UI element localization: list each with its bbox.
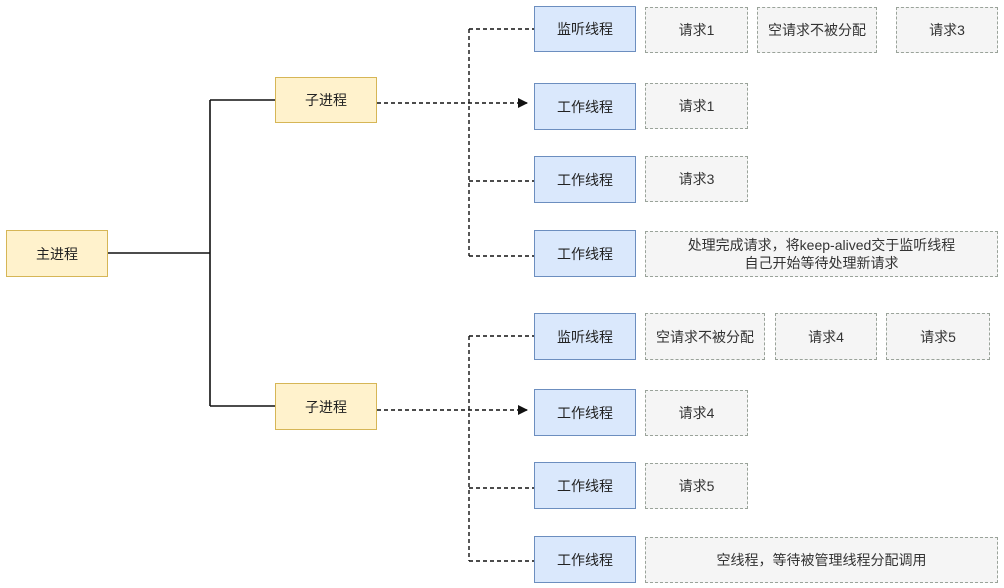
listener-1-request-2: 空请求不被分配 [757, 7, 877, 53]
worker-thread-2a-node: 工作线程 [534, 389, 636, 436]
worker-2a-request: 请求4 [645, 390, 748, 436]
worker-thread-1b-node: 工作线程 [534, 156, 636, 203]
group2-connectors [377, 335, 534, 562]
worker-2b-request: 请求5 [645, 463, 748, 509]
worker-1c-note: 处理完成请求，将keep-alived交于监听线程 自己开始等待处理新请求 [645, 231, 998, 277]
listener-2-request-1: 空请求不被分配 [645, 313, 765, 360]
listener-thread-2-node: 监听线程 [534, 313, 636, 360]
group1-connectors [377, 28, 534, 257]
child-process-2-node: 子进程 [275, 383, 377, 430]
worker-2c-note: 空线程，等待被管理线程分配调用 [645, 537, 998, 583]
worker-thread-1a-node: 工作线程 [534, 83, 636, 130]
worker-1b-request: 请求3 [645, 156, 748, 202]
worker-thread-2b-node: 工作线程 [534, 462, 636, 509]
listener-2-request-3: 请求5 [886, 313, 990, 360]
worker-1c-note-line-2: 自己开始等待处理新请求 [744, 255, 899, 271]
listener-2-request-2: 请求4 [775, 313, 877, 360]
main-tree-connector [108, 99, 275, 407]
listener-1-request-3: 请求3 [896, 7, 998, 53]
listener-1-request-1: 请求1 [645, 7, 748, 53]
worker-thread-2c-node: 工作线程 [534, 536, 636, 583]
child-process-1-node: 子进程 [275, 77, 377, 123]
main-process-node: 主进程 [6, 230, 108, 277]
worker-1a-request: 请求1 [645, 83, 748, 129]
worker-thread-1c-node: 工作线程 [534, 230, 636, 277]
listener-thread-1-node: 监听线程 [534, 6, 636, 52]
worker-1c-note-line-1: 处理完成请求，将keep-alived交于监听线程 [687, 237, 956, 253]
